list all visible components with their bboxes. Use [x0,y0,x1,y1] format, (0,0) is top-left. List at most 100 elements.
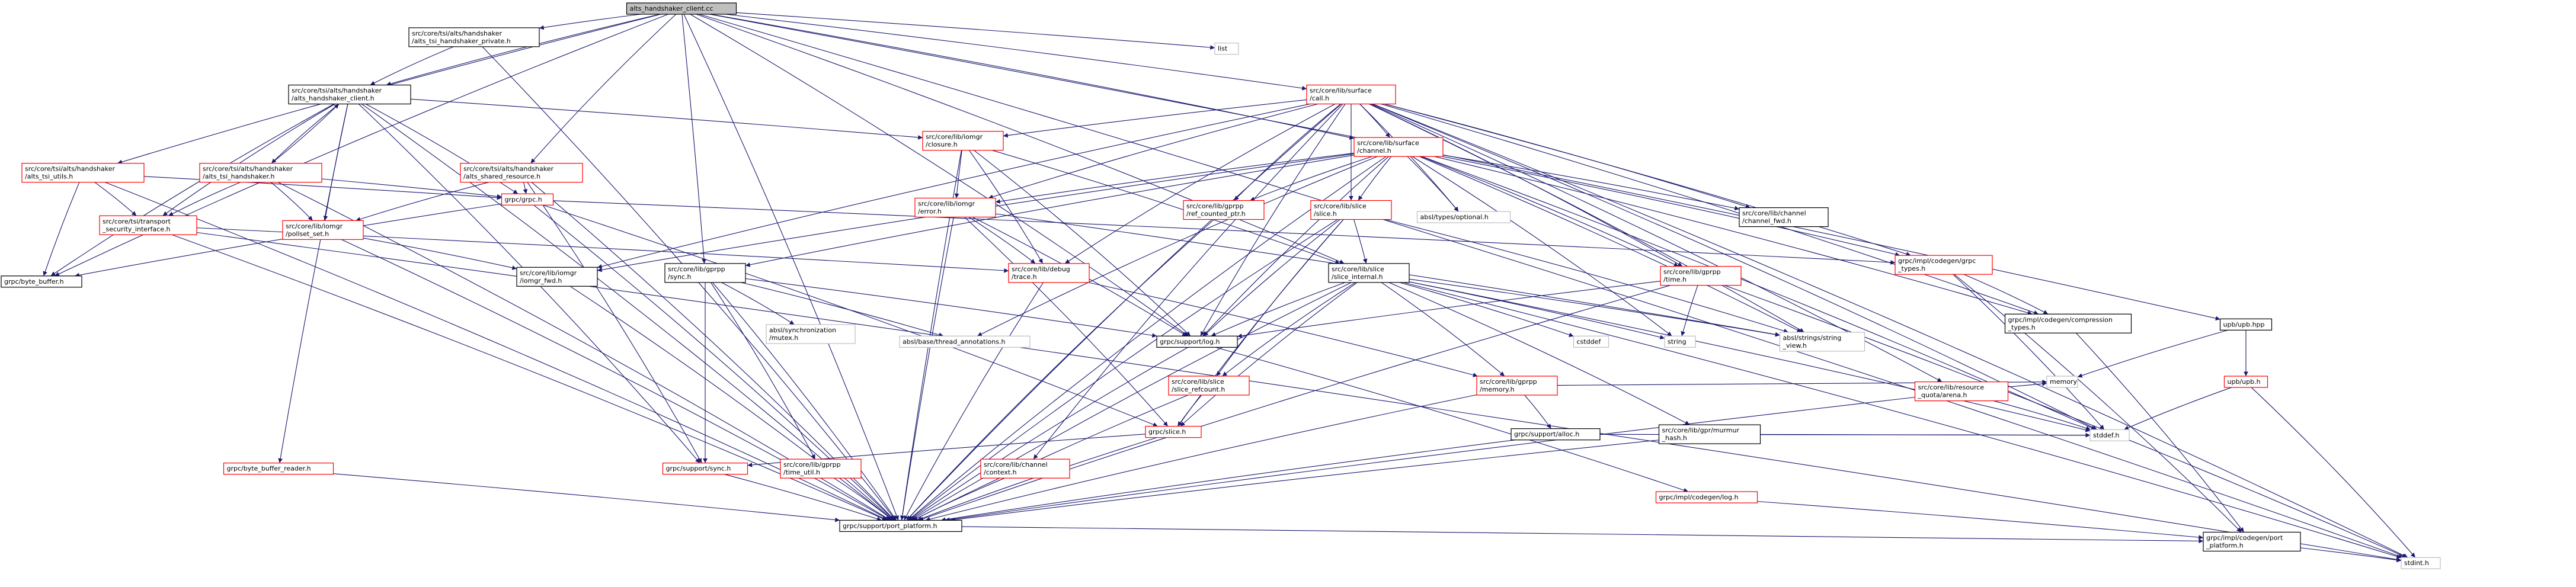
edge-surface-call-to-stddef [1372,104,2098,430]
node-label: src/core/lib/slice [1314,203,1367,210]
edge-root-to-private [539,14,641,30]
graph-node-murmur-hash[interactable]: src/core/lib/gpr/murmur_hash.h [1658,424,1761,444]
edge-resource-quota-arena-to-memory [2008,381,2047,387]
graph-node-gprpp-memory[interactable]: src/core/lib/gprpp/memory.h [1476,376,1558,396]
graph-node-port-platform[interactable]: grpc/support/port_platform.h [839,519,962,532]
graph-node-thread-annotations[interactable]: absl/base/thread_annotations.h [899,335,1031,348]
graph-node-stdint[interactable]: stdint.h [2401,557,2441,569]
graph-node-grpc-h[interactable]: grpc/grpc.h [501,193,554,206]
edge-gprpp-time-to-support-log [1237,281,1661,338]
graph-node-resource-quota-arena[interactable]: src/core/lib/resource_quota/arena.h [1914,381,2009,402]
edge-support-alloc-to-port-platform [940,440,1516,522]
node-box [282,220,364,240]
edge-channel-to-optional [1407,156,1459,212]
graph-node-surface-call[interactable]: src/core/lib/surface/call.h [1306,84,1396,105]
graph-node-codegen-log[interactable]: grpc/impl/codegen/log.h [1655,491,1758,503]
node-label: /slice.h [1314,210,1337,218]
graph-node-ref-counted-ptr[interactable]: src/core/lib/gprpp/ref_counted_ptr.h [1183,200,1265,220]
graph-node-optional[interactable]: absl/types/optional.h [1416,211,1511,223]
graph-node-iomgr-fwd[interactable]: src/core/lib/iomgr/iomgr_fwd.h [516,267,598,287]
edge-tsi-utils-to-byte-buffer [43,182,80,277]
node-label: grpc/support/log.h [1160,338,1220,345]
graph-node-root[interactable]: alts_handshaker_client.cc [626,2,737,15]
node-label: src/core/lib/channel [1742,210,1806,217]
node-layer: alts_handshaker_client.cc src/core/tsi/al… [1,2,2441,569]
graph-node-private[interactable]: src/core/tsi/alts/handshaker/alts_tsi_ha… [408,27,540,47]
edge-slice-internal-to-string-view [1409,278,1780,337]
edge-gprpp-time-to-stdint [1724,285,2407,558]
graph-node-closure[interactable]: src/core/lib/iomgr/closure.h [922,131,1004,151]
node-box [21,163,145,183]
node-label: string [1668,338,1687,345]
graph-node-tsi-utils[interactable]: src/core/tsi/alts/handshaker/alts_tsi_ut… [21,163,145,183]
graph-node-codegen-port-platform[interactable]: grpc/impl/codegen/port_platform.h [2203,531,2301,552]
graph-node-byte-buffer[interactable]: grpc/byte_buffer.h [1,275,82,288]
edge-slice-internal-to-gprpp-memory [1381,282,1505,377]
graph-node-channel-context[interactable]: src/core/lib/channel/context.h [980,458,1070,479]
graph-node-tsi-handshaker[interactable]: src/core/tsi/alts/handshaker/alts_tsi_ha… [199,163,322,183]
node-label: /time.h [1663,276,1687,284]
edge-root-to-client [386,14,660,86]
graph-node-support-alloc[interactable]: grpc/support/alloc.h [1511,428,1601,441]
edge-channel-to-compression-types [1434,156,2033,315]
graph-node-slice-refcount[interactable]: src/core/lib/slice/slice_refcount.h [1168,376,1250,396]
edge-root-to-stdint [699,14,2404,559]
node-label: src/core/lib/iomgr [286,222,343,230]
node-box [516,267,598,287]
edge-gprpp-memory-to-port-platform [925,394,1477,522]
edge-gprpp-sync-to-support-log [745,278,1157,338]
graph-node-channel-fwd[interactable]: src/core/lib/channel/channel_fwd.h [1739,207,1829,227]
edge-root-to-list [736,12,1215,50]
graph-node-gprpp-time[interactable]: src/core/lib/gprpp/time.h [1660,266,1742,286]
edge-surface-call-to-stdint [1372,104,2408,558]
node-label: _hash.h [1662,434,1687,442]
graph-node-codegen-grpc-types[interactable]: grpc/impl/codegen/grpc_types.h [1895,255,1993,275]
graph-node-slice-internal[interactable]: src/core/lib/slice/slice_internal.h [1328,263,1410,283]
graph-node-upb-h[interactable]: upb/upb.h [2223,376,2268,388]
graph-node-support-sync[interactable]: grpc/support/sync.h [662,463,748,475]
graph-node-transport-security[interactable]: src/core/tsi/transport_security_interfac… [99,215,197,235]
graph-node-shared-resource[interactable]: src/core/tsi/alts/handshaker/alts_shared… [460,163,583,183]
node-label: alts_handshaker_client.cc [630,5,713,12]
graph-node-channel[interactable]: src/core/lib/surface/channel.h [1353,137,1444,157]
graph-node-grpc-slice[interactable]: grpc/slice.h [1145,426,1202,438]
graph-node-slice-h[interactable]: src/core/lib/slice/slice.h [1310,200,1392,220]
graph-node-iomgr-error[interactable]: src/core/lib/iomgr/error.h [914,197,996,218]
edge-channel-to-slice-h [1358,156,1392,201]
graph-node-memory[interactable]: memory [2046,376,2078,388]
edge-surface-call-to-closure [1003,99,1307,138]
graph-node-time-util[interactable]: src/core/lib/gprpp/time_util.h [780,458,862,479]
edge-gprpp-memory-to-support-alloc [1524,394,1551,429]
node-box [766,324,856,344]
node-box [460,163,583,183]
graph-node-compression-types[interactable]: grpc/impl/codegen/compression_types.h [2004,313,2132,333]
edge-ref-counted-ptr-to-port-platform [906,219,1215,521]
graph-node-cstddef[interactable]: cstddef [1573,335,1609,348]
edge-gprpp-sync-to-port-platform [712,282,897,521]
node-box [1658,424,1761,444]
graph-node-upb-hpp[interactable]: upb/upb.hpp [2219,318,2273,331]
graph-node-list[interactable]: list [1214,43,1239,55]
graph-node-client[interactable]: src/core/tsi/alts/handshaker/alts_handsh… [288,84,411,105]
edge-murmur-hash-to-port-platform [950,440,1659,522]
node-label: grpc/impl/codegen/compression [2008,316,2113,323]
graph-node-string[interactable]: string [1664,335,1696,348]
edge-upb-h-to-stddef [2123,387,2232,430]
graph-node-gprpp-sync[interactable]: src/core/lib/gprpp/sync.h [664,263,746,283]
graph-node-byte-buffer-reader[interactable]: grpc/byte_buffer_reader.h [223,463,334,475]
graph-node-abseil-sync-mutex[interactable]: absl/synchronization/mutex.h [766,324,856,344]
graph-node-support-log[interactable]: grpc/support/log.h [1156,335,1238,348]
graph-node-debug-trace[interactable]: src/core/lib/debug/trace.h [1008,263,1090,283]
graph-node-string-view[interactable]: absl/strings/string_view.h [1779,332,1865,352]
node-box [899,335,1031,348]
edge-surface-call-to-resource-quota-arena [1370,104,1943,383]
node-label: /alts_tsi_handshaker_private.h [412,37,511,45]
node-box [914,197,996,218]
edge-channel-context-to-port-platform [913,477,1005,521]
graph-node-pollset-set[interactable]: src/core/lib/iomgr/pollset_set.h [282,220,364,240]
node-box [1779,332,1865,352]
edge-support-log-to-codegen-log [1215,347,1689,493]
edge-codegen-grpc-types-to-codegen-port-platform [1954,274,2242,533]
graph-node-stddef[interactable]: stddef.h [2089,429,2130,441]
node-box [501,193,554,206]
